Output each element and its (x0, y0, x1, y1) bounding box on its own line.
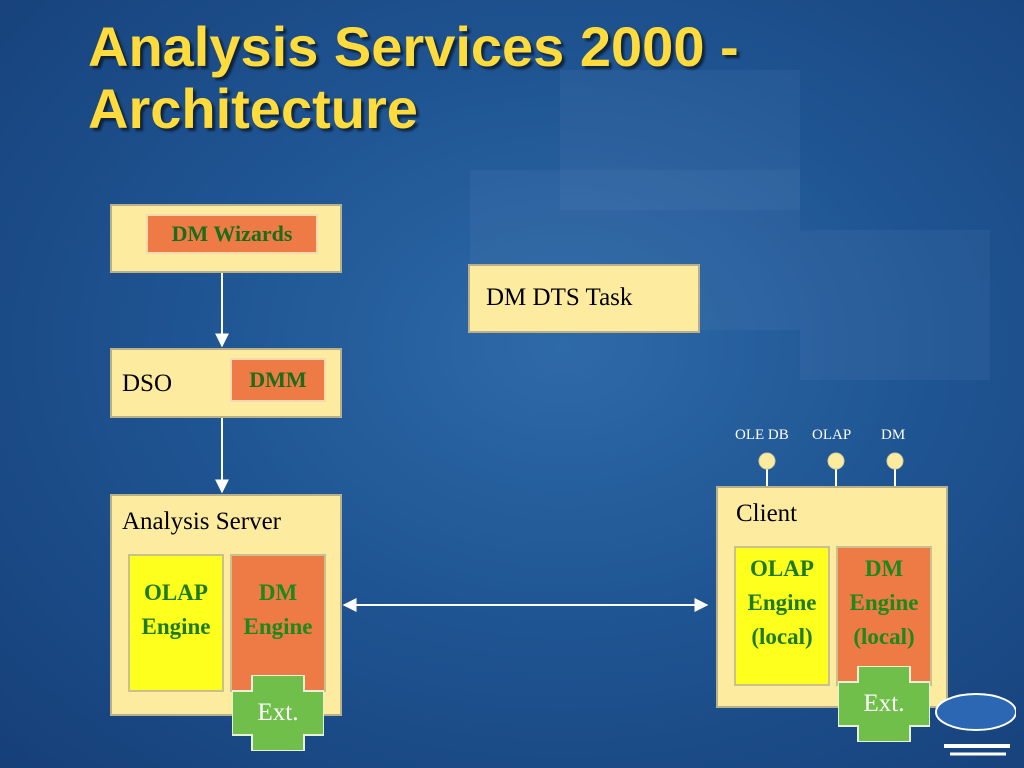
interface-label-olap: OLAP (812, 427, 852, 443)
dm-dts-task-box: DM DTS Task (468, 264, 700, 333)
server-olap-engine: OLAP Engine (128, 554, 224, 692)
interface-dot-oledb (758, 452, 776, 470)
interface-label-oledb: OLE DB (735, 427, 789, 443)
client-olap-line-1: OLAP (750, 556, 814, 581)
dmm-tag: DMM (230, 358, 326, 402)
client-ext-label: Ext. (863, 690, 905, 717)
title-line-1: Analysis Services 2000 - (88, 15, 739, 78)
analysis-server-label: Analysis Server (122, 508, 281, 535)
title-line-2: Architecture (88, 77, 418, 140)
server-olap-line-1: OLAP (144, 580, 208, 605)
client-dm-line-1: DM (864, 556, 904, 581)
conference-logo (935, 693, 1016, 756)
client-dm-line-3: (local) (853, 624, 915, 649)
background-panel (560, 70, 800, 210)
client-dm-line-2: Engine (849, 590, 919, 615)
interface-label-dm: DM (881, 427, 906, 443)
dso-label: DSO (122, 370, 173, 397)
server-dm-engine: DM Engine (230, 554, 326, 692)
client-olap-line-2: Engine (747, 590, 817, 615)
background-panel (800, 230, 990, 380)
server-ext-label: Ext. (257, 699, 299, 726)
interface-dot-olap (827, 452, 845, 470)
dso-box: DSO DMM (110, 348, 342, 418)
server-olap-line-2: Engine (141, 614, 211, 639)
client-dm-engine: DM Engine (local) (836, 546, 932, 686)
client-label: Client (736, 500, 798, 527)
interface-dot-dm (886, 452, 904, 470)
client-olap-engine: OLAP Engine (local) (734, 546, 830, 686)
client-box: Client OLAP Engine (local) DM Engine (lo… (716, 486, 948, 708)
server-dm-line-2: Engine (243, 614, 313, 639)
client-extension: Ext. (837, 665, 931, 743)
dm-wizards-tag: DM Wizards (146, 214, 318, 254)
server-extension: Ext. (231, 674, 325, 752)
slide-title: Analysis Services 2000 - Architecture (88, 16, 988, 140)
dm-dts-task-label: DM DTS Task (486, 284, 633, 311)
wizards-box: DM Wizards (110, 204, 342, 273)
client-olap-line-3: (local) (751, 624, 813, 649)
server-dm-line-1: DM (258, 580, 298, 605)
